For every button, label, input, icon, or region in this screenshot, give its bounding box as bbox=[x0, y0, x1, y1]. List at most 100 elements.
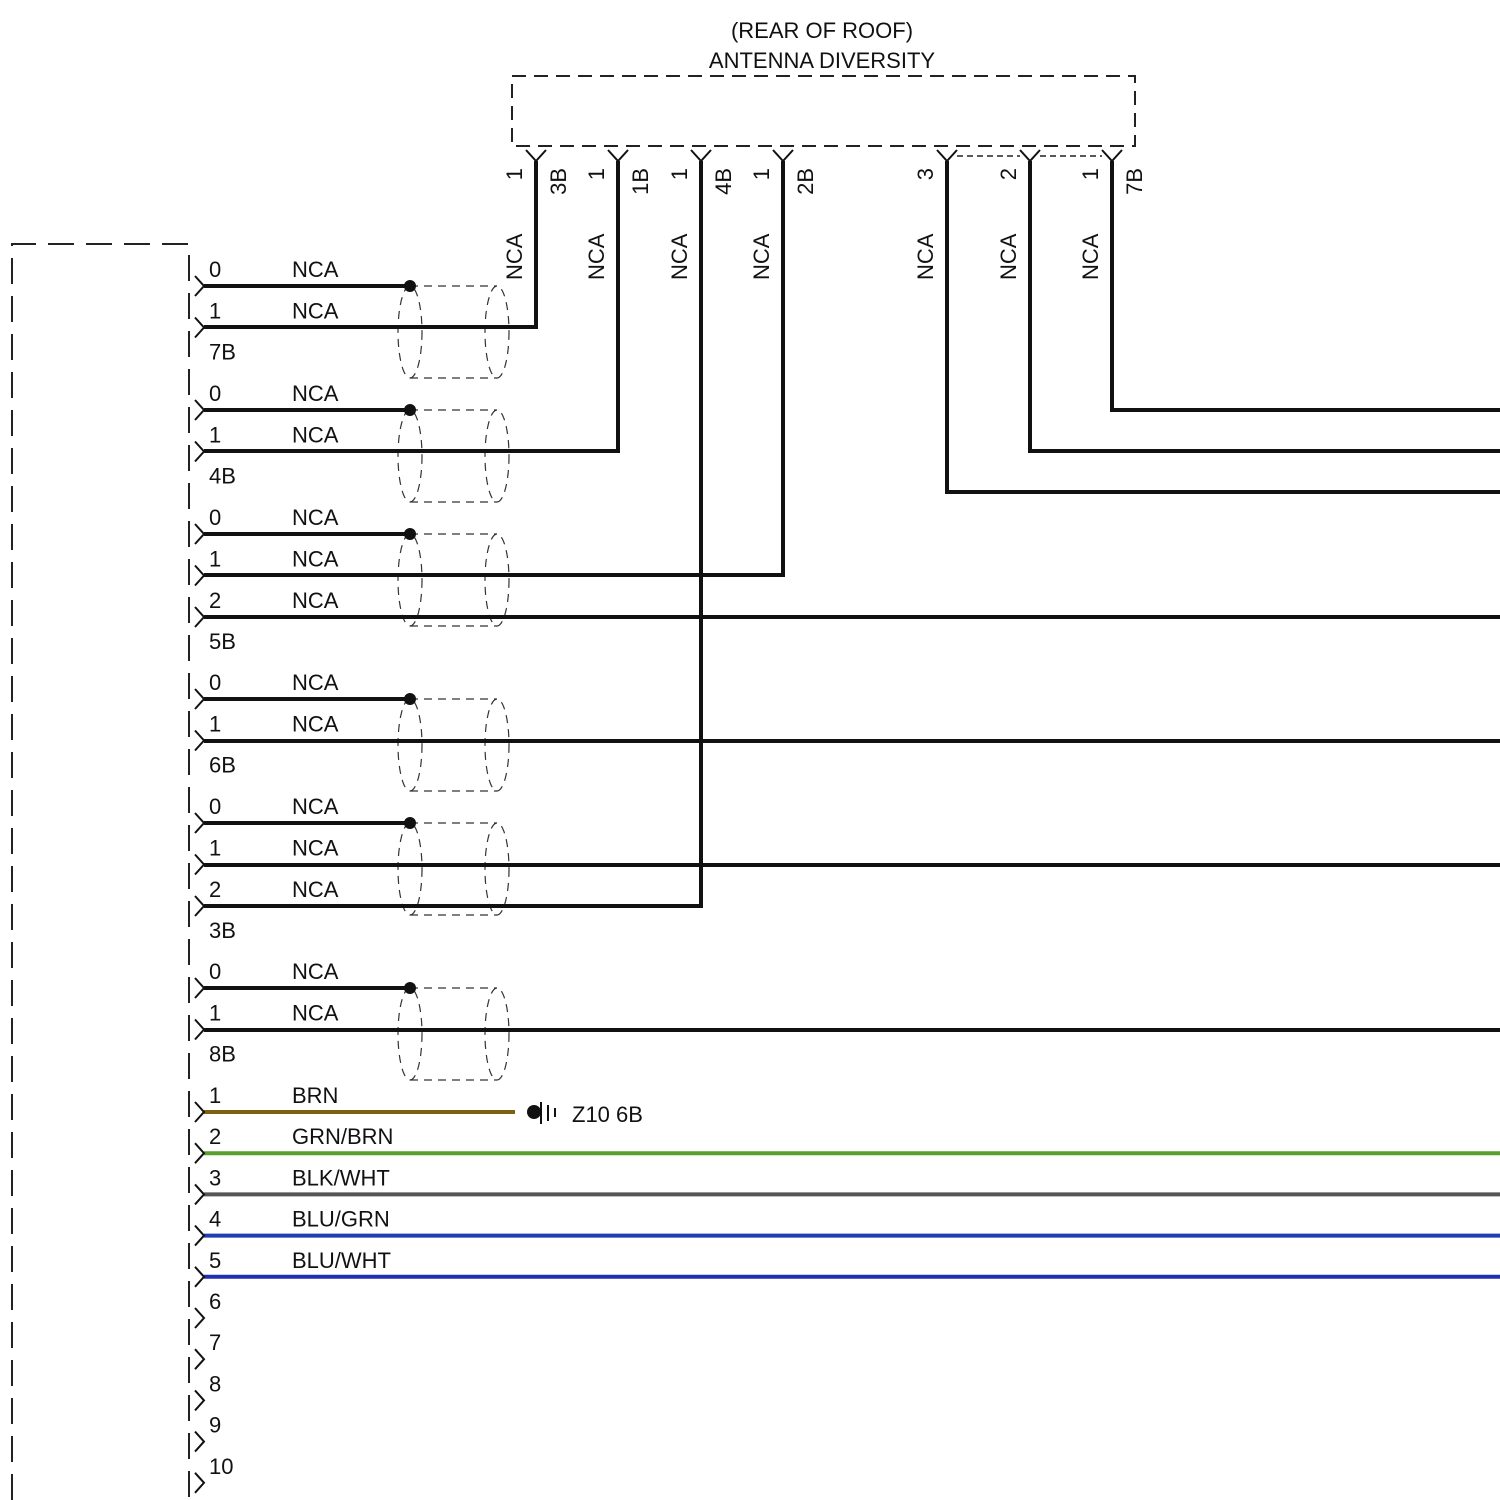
pin-number: 0 bbox=[209, 794, 221, 819]
antenna-pin-number: 2 bbox=[996, 168, 1021, 180]
coax-shield-icon bbox=[398, 699, 509, 791]
wire-label: NCA bbox=[292, 505, 339, 530]
connector-group-label: 3B bbox=[209, 918, 236, 943]
pin-number: 1 bbox=[209, 712, 221, 737]
wire-label: NCA bbox=[292, 959, 339, 984]
pin-number: 0 bbox=[209, 381, 221, 406]
pin-number: 3 bbox=[209, 1165, 221, 1190]
wire-color-label: BLU/WHT bbox=[292, 1248, 391, 1273]
pin-number: 2 bbox=[209, 588, 221, 613]
pin-fork-icon bbox=[195, 896, 204, 916]
shield-group bbox=[398, 286, 509, 1080]
connector-group-label: 7B bbox=[209, 340, 236, 365]
pin-fork-icon bbox=[195, 1267, 204, 1287]
pin-fork-icon bbox=[195, 1473, 204, 1493]
pin-fork-icon bbox=[195, 813, 204, 833]
pin-fork-icon bbox=[195, 689, 204, 709]
pin-number: 0 bbox=[209, 670, 221, 695]
pin-number: 2 bbox=[209, 877, 221, 902]
pin-fork-icon bbox=[195, 855, 204, 875]
antenna-pin-number: 1 bbox=[502, 168, 527, 180]
connector-group-label: 6B bbox=[209, 753, 236, 778]
module-title-line1: (REAR OF ROOF) bbox=[731, 18, 913, 43]
pin-fork-icon bbox=[195, 1308, 204, 1328]
wire-label: NCA bbox=[292, 588, 339, 613]
pin-fork-icon bbox=[195, 318, 204, 338]
pin-number: 0 bbox=[209, 959, 221, 984]
wire-label: NCA bbox=[292, 299, 339, 324]
pin-fork-icon bbox=[195, 1184, 204, 1204]
wire-label: NCA bbox=[292, 547, 339, 572]
antenna-wire-label: NCA bbox=[667, 233, 692, 280]
connector-fork-icon bbox=[937, 150, 957, 161]
antenna-pin-number: 1 bbox=[667, 168, 692, 180]
pin-number: 6 bbox=[209, 1289, 221, 1314]
wire-label: NCA bbox=[292, 877, 339, 902]
module-title-line2: ANTENNA DIVERSITY bbox=[709, 48, 935, 73]
antenna-connector-label: 7B bbox=[1122, 168, 1147, 195]
coax-shield-icon bbox=[398, 286, 509, 378]
pin-fork-icon bbox=[195, 524, 204, 544]
antenna-wire-label: NCA bbox=[1078, 233, 1103, 280]
pin-number: 1 bbox=[209, 423, 221, 448]
antenna-module-box bbox=[512, 76, 1135, 146]
pin-fork-icon bbox=[195, 1432, 204, 1452]
pin-fork-icon bbox=[195, 731, 204, 751]
connector-fork-icon bbox=[608, 150, 628, 161]
pin-fork-icon bbox=[195, 400, 204, 420]
pin-number: 4 bbox=[209, 1207, 221, 1232]
antenna-pin-number: 1 bbox=[584, 168, 609, 180]
pin-number: 1 bbox=[209, 836, 221, 861]
pin-number: 0 bbox=[209, 257, 221, 282]
pin-number: 10 bbox=[209, 1454, 233, 1479]
antenna-connector-label: 1B bbox=[628, 168, 653, 195]
connector-fork-icon bbox=[773, 150, 793, 161]
antenna-connector-label: 2B bbox=[793, 168, 818, 195]
coax-shield-icon bbox=[398, 823, 509, 915]
pin-fork-icon bbox=[195, 276, 204, 296]
coax-shield-icon bbox=[398, 410, 509, 502]
pin-number: 1 bbox=[209, 1001, 221, 1026]
antenna-wire-label: NCA bbox=[996, 233, 1021, 280]
pin-fork-icon bbox=[195, 1020, 204, 1040]
wires bbox=[204, 161, 1500, 1277]
antenna-wire-label: NCA bbox=[584, 233, 609, 280]
wire-label: NCA bbox=[292, 1001, 339, 1026]
pin-fork-icon bbox=[195, 978, 204, 998]
pin-fork-icon bbox=[195, 1143, 204, 1163]
wire-color-label: GRN/BRN bbox=[292, 1124, 393, 1149]
ground-label: Z10 6B bbox=[572, 1102, 643, 1127]
signal-wire bbox=[1030, 161, 1500, 451]
connector-fork-icon bbox=[1020, 150, 1040, 161]
pin-number: 8 bbox=[209, 1371, 221, 1396]
pin-fork-icon bbox=[195, 1102, 204, 1122]
antenna-wire-label: NCA bbox=[749, 233, 774, 280]
antenna-wire-label: NCA bbox=[913, 233, 938, 280]
wire-label: NCA bbox=[292, 423, 339, 448]
connector-group-label: 5B bbox=[209, 629, 236, 654]
wire-color-label: BLK/WHT bbox=[292, 1165, 390, 1190]
wire-label: NCA bbox=[292, 670, 339, 695]
wire-label: NCA bbox=[292, 257, 339, 282]
pin-number: 1 bbox=[209, 299, 221, 324]
antenna-pin-number: 1 bbox=[1078, 168, 1103, 180]
connector-fork-icon bbox=[526, 150, 546, 161]
connector-fork-icon bbox=[1102, 150, 1122, 161]
pin-number: 5 bbox=[209, 1248, 221, 1273]
wire-label: NCA bbox=[292, 712, 339, 737]
antenna-connector-label: 4B bbox=[711, 168, 736, 195]
pin-number: 9 bbox=[209, 1413, 221, 1438]
pin-fork-icon bbox=[195, 1349, 204, 1369]
pin-fork-icon bbox=[195, 1390, 204, 1410]
antenna-pin-number: 1 bbox=[749, 168, 774, 180]
pin-number: 0 bbox=[209, 505, 221, 530]
pin-number: 1 bbox=[209, 1083, 221, 1108]
pin-number: 7 bbox=[209, 1330, 221, 1355]
connector-group-label: 4B bbox=[209, 464, 236, 489]
coax-shield-icon bbox=[398, 988, 509, 1080]
pin-number: 2 bbox=[209, 1124, 221, 1149]
pin-fork-icon bbox=[195, 1226, 204, 1246]
wire-label: NCA bbox=[292, 794, 339, 819]
